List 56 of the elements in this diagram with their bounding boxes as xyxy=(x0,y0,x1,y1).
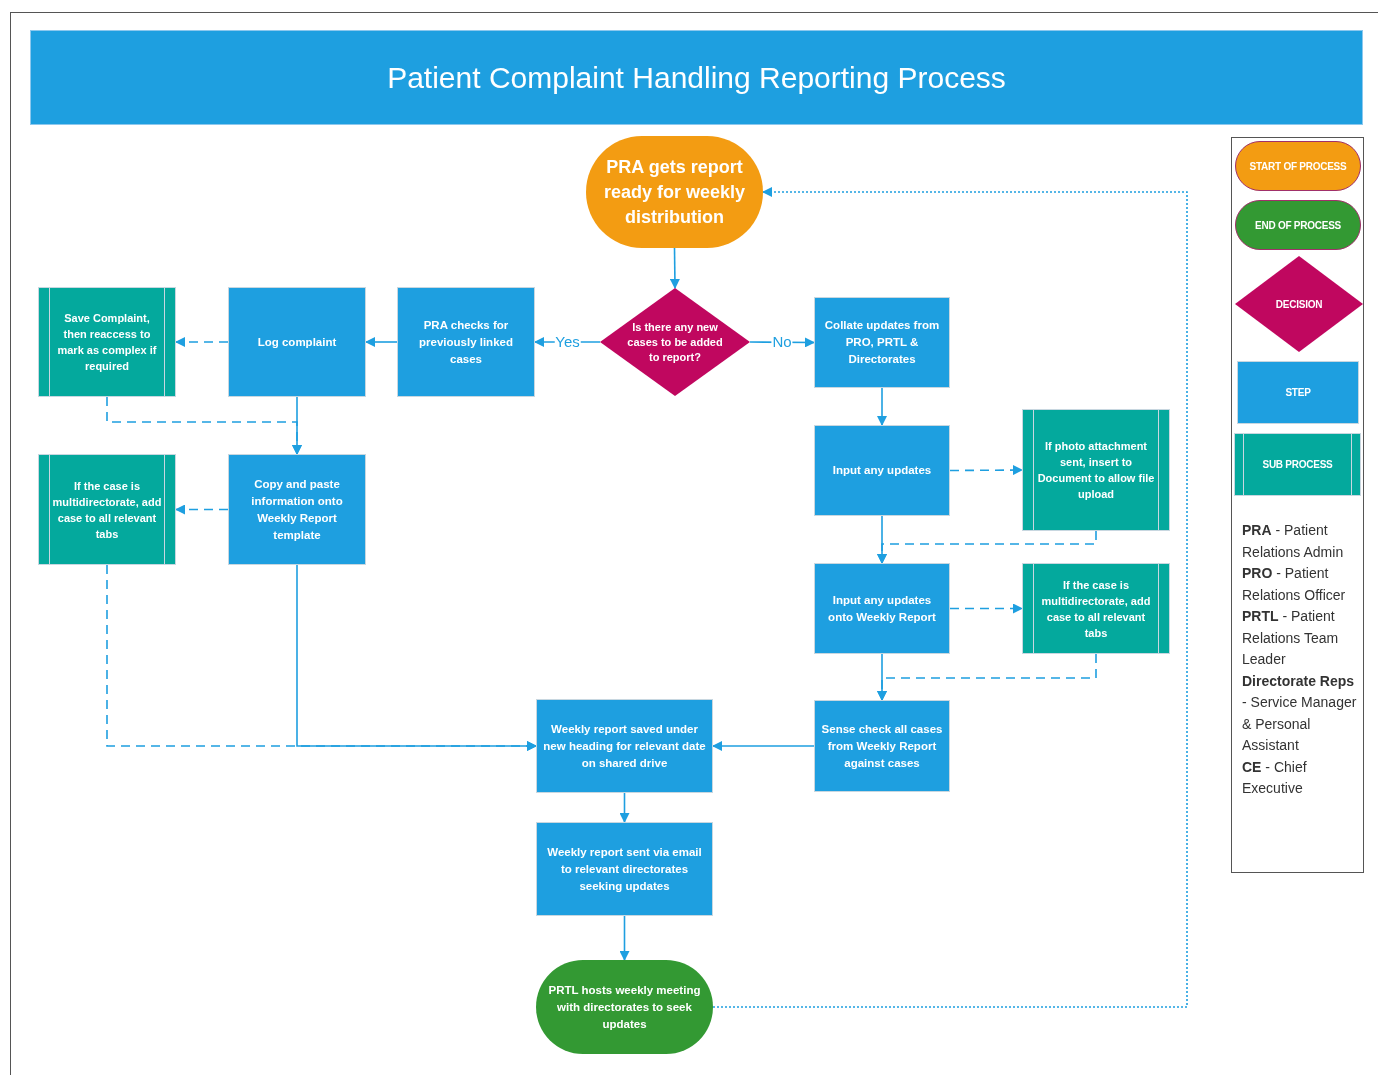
arrow xyxy=(296,564,537,751)
arrow xyxy=(619,792,630,823)
abbreviation-text: PRO - Patient Relations Officer xyxy=(1242,564,1347,605)
arrow xyxy=(365,337,398,347)
step-text: Weekly report sent via email to relevant directorates seeking updates xyxy=(546,844,703,894)
title-text: Patient Complaint Handling Reporting Process xyxy=(387,60,1006,96)
arrow xyxy=(877,387,887,426)
process-box xyxy=(814,563,950,654)
process-box xyxy=(814,425,950,516)
step-text: PRA gets report ready for weekly distribution xyxy=(602,155,747,229)
step-text: If the case is multidirectorate, add case to all relevant tabs xyxy=(51,478,163,542)
step-text: Input any updates xyxy=(831,463,933,478)
dashed-arrow xyxy=(949,603,1023,614)
step-text: PRTL hosts weekly meeting with directorates to seek updates xyxy=(547,982,702,1032)
process-box xyxy=(536,699,713,793)
legend-text: END OF PROCESS xyxy=(1255,218,1341,233)
legend-text: DECISION xyxy=(1275,297,1323,312)
dashed-arrow xyxy=(106,396,302,455)
process-box xyxy=(228,454,366,565)
subprocess-box xyxy=(38,454,176,565)
step-text: Collate updates from PRO, PRTL & Directorates xyxy=(823,318,941,367)
arrow xyxy=(877,515,887,564)
arrow xyxy=(712,741,815,751)
legend-text: STEP xyxy=(1285,386,1311,400)
arrow xyxy=(619,915,630,961)
abbreviation-text: Directorate Reps - Service Manager & Personal Assistant xyxy=(1242,671,1358,755)
process-box xyxy=(814,700,950,792)
legend-text: START OF PROCESS xyxy=(1249,159,1347,174)
step-text: PRA checks for previously linked cases xyxy=(418,317,514,367)
step-text: Copy and paste information onto Weekly Report template xyxy=(250,476,344,543)
abbreviation-text: PRTL - Patient Relations Team Leader xyxy=(1242,607,1340,669)
process-box xyxy=(536,822,713,916)
arrow xyxy=(877,653,887,701)
process-box xyxy=(228,287,366,397)
abbreviation-text: CE - Chief Executive xyxy=(1242,757,1308,798)
step-text: Is there any new cases to be added to report? xyxy=(626,319,724,365)
subprocess-box xyxy=(1022,409,1170,531)
subprocess-box xyxy=(1022,563,1170,654)
process-box xyxy=(397,287,535,397)
legend-text: SUB PROCESS xyxy=(1262,458,1333,472)
abbreviation-text: PRA - Patient Relations Admin xyxy=(1242,521,1345,562)
step-text: Weekly report saved under new heading for relevant date on shared drive xyxy=(542,721,707,771)
step-text: Log complaint xyxy=(256,334,338,350)
dashed-arrow xyxy=(712,187,1188,1008)
subprocess-box xyxy=(38,287,176,397)
step-text: If photo attachment sent, insert to Document to allow file upload xyxy=(1036,439,1156,502)
step-text: Save Complaint, then reaccess to mark as complex if required xyxy=(56,311,158,374)
decision-diamond xyxy=(600,288,750,396)
step-text: If the case is multidirectorate, add case to all relevant tabs xyxy=(1040,577,1152,641)
step-text: Input any updates onto Weekly Report xyxy=(827,592,937,625)
dashed-arrow xyxy=(949,465,1023,476)
dashed-arrow xyxy=(175,504,229,515)
step-text: Sense check all cases from Weekly Report against cases xyxy=(820,721,944,771)
arrow xyxy=(669,247,680,289)
process-box xyxy=(814,297,950,388)
dashed-arrow xyxy=(175,337,229,347)
